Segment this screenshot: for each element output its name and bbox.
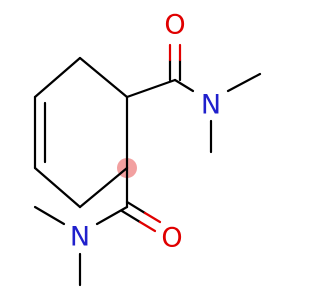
ring-bond-c2-c3 xyxy=(33,56,82,99)
bond-carbonyl-bottom-n xyxy=(95,205,129,226)
bond-n-bottom-methyl-left xyxy=(33,205,66,226)
atom-oxygen-top: O xyxy=(164,10,185,41)
bond-carbonyl-top-n xyxy=(173,78,195,93)
bond-n-top-methyl-right xyxy=(226,72,262,93)
atom-nitrogen-top: N xyxy=(201,90,221,121)
bond-carbonyl-bottom-o-a-red xyxy=(143,211,162,224)
ring-bond-c4-c5 xyxy=(33,166,82,209)
atom-nitrogen-bottom: N xyxy=(70,222,90,253)
atom-oxygen-bottom: O xyxy=(161,223,182,254)
ring-bond-c1-c2 xyxy=(78,56,129,99)
bond-carbonyl-bottom-o-b xyxy=(120,209,142,224)
bond-c1-carbonyl-top xyxy=(125,78,177,99)
bond-carbonyl-bottom-o-a xyxy=(125,200,147,215)
molecule-structure-diagram: O N O N xyxy=(33,10,262,287)
ring-bond-c5-c6 xyxy=(78,166,129,209)
bond-carbonyl-bottom-o-b-red xyxy=(138,220,157,233)
